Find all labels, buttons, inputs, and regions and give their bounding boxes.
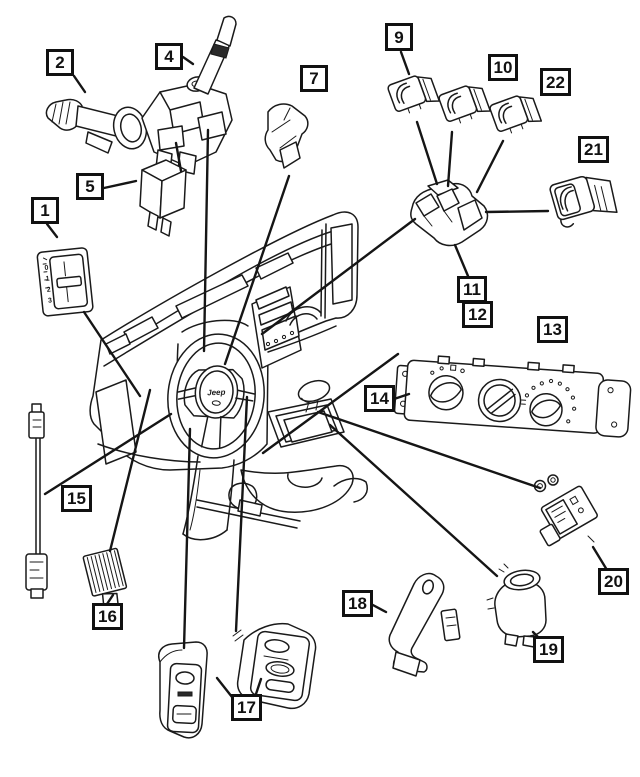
right-speaker-grille <box>321 224 352 318</box>
shift-knob <box>296 377 333 407</box>
leader-line <box>448 132 452 186</box>
leader-line <box>45 414 171 494</box>
leader-line <box>371 604 386 612</box>
part-ignition-switch <box>487 564 546 647</box>
part-relay <box>140 160 186 236</box>
leader-line <box>107 595 113 604</box>
callout-14[interactable]: 14 <box>364 385 395 412</box>
part-hvac-control <box>394 353 632 437</box>
leader-line <box>318 412 540 488</box>
leader-line <box>394 394 409 399</box>
callout-17[interactable]: 17 <box>231 694 262 721</box>
wheel-logo-text: Jeep <box>207 388 226 398</box>
leader-line <box>217 678 232 697</box>
switch-markings: 0 1 2 3 <box>44 265 52 305</box>
leader-line <box>417 122 437 184</box>
callout-20[interactable]: 20 <box>598 568 629 595</box>
callout-16[interactable]: 16 <box>92 603 123 630</box>
leader-line <box>486 211 548 212</box>
steering-wheel: Jeep <box>162 329 270 462</box>
callout-15[interactable]: 15 <box>61 485 92 512</box>
part-switch-module <box>265 104 308 168</box>
leader-line <box>104 181 136 188</box>
part-bracket <box>389 574 460 676</box>
callout-9[interactable]: 9 <box>385 23 413 51</box>
hvac-knob-mode <box>428 364 465 411</box>
part-wheel-switch-left <box>159 642 207 738</box>
part-multifunction-switch <box>46 16 236 174</box>
grab-handle <box>286 307 321 325</box>
leader-line <box>47 224 57 237</box>
leader-line <box>225 176 289 364</box>
part-rocker-switch-d <box>549 169 619 228</box>
part-switch-connector <box>530 475 599 546</box>
callout-21[interactable]: 21 <box>578 136 609 163</box>
switch-marking: 1 <box>45 276 50 283</box>
part-wheel-switch-right <box>233 624 316 709</box>
callout-10[interactable]: 10 <box>488 54 518 81</box>
switch-marking: 0 <box>44 265 49 272</box>
leader-line <box>263 354 398 453</box>
leader-line <box>110 390 150 551</box>
callout-2[interactable]: 2 <box>46 49 74 76</box>
callout-5[interactable]: 5 <box>76 173 104 200</box>
leader-line <box>184 429 190 648</box>
leader-line <box>183 57 193 64</box>
leader-line <box>455 245 468 276</box>
part-rocker-switch-a <box>387 71 440 117</box>
part-switch-bezel <box>411 180 488 245</box>
leader-line <box>74 76 85 92</box>
leader-line <box>176 143 181 171</box>
callout-13[interactable]: 13 <box>537 316 568 343</box>
switch-marking: 3 <box>48 297 53 304</box>
part-jumper-cable <box>26 404 47 598</box>
callout-19[interactable]: 19 <box>533 636 564 663</box>
leader-line <box>84 312 140 396</box>
leader-line <box>204 130 208 351</box>
callout-1[interactable]: 1 <box>31 197 59 224</box>
defroster-grille <box>106 253 293 354</box>
leader-line <box>236 397 247 631</box>
callout-7[interactable]: 7 <box>300 65 328 92</box>
part-headlamp-switch: 0 1 2 3 <box>37 247 93 316</box>
switch-marking: 2 <box>47 286 52 293</box>
part-rocker-switch-c <box>489 91 542 137</box>
callout-4[interactable]: 4 <box>155 43 183 70</box>
leader-line <box>401 52 409 74</box>
callout-18[interactable]: 18 <box>342 590 373 617</box>
callout-22[interactable]: 22 <box>540 68 571 96</box>
callout-11[interactable]: 11 <box>457 276 487 303</box>
part-connector <box>83 548 133 621</box>
hvac-knob-blower <box>477 378 522 423</box>
leader-line <box>477 141 503 192</box>
hvac-knob-temp <box>520 377 578 427</box>
callout-12[interactable]: 12 <box>462 301 493 328</box>
leader-line <box>330 425 497 576</box>
leader-line <box>593 547 607 570</box>
leader-line <box>262 219 415 334</box>
